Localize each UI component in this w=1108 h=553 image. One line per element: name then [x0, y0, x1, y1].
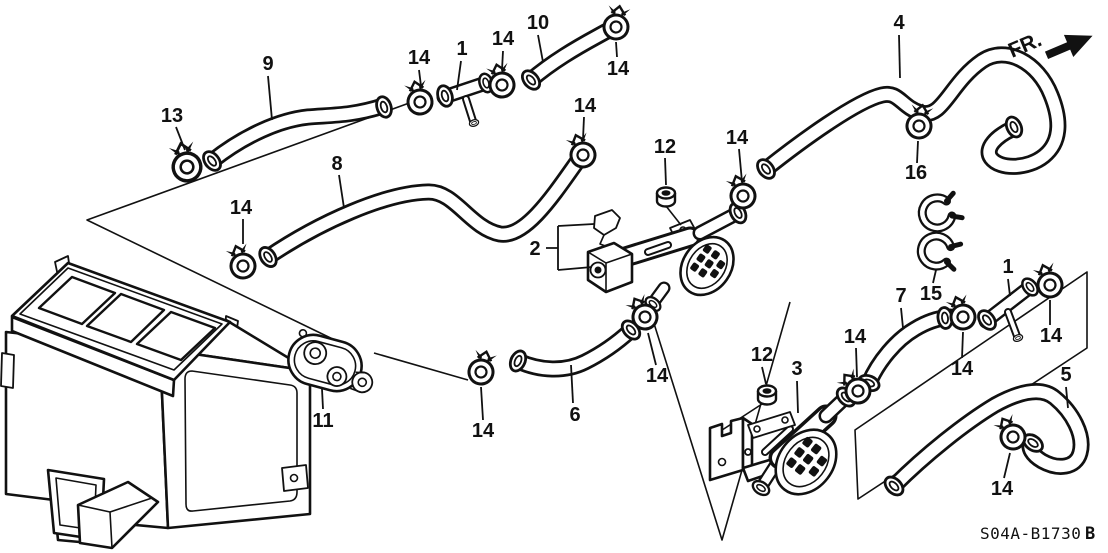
callout-grommet-12-a: 12 [654, 136, 676, 158]
valve-3-face-plate [774, 428, 838, 496]
fr-label: FR. [1005, 28, 1045, 62]
callout-clamp-14-j: 14 [951, 358, 974, 380]
heater-group-vee-line [86, 101, 413, 345]
clamp-14-hose8-start [223, 240, 260, 283]
callout-leader-lines [175, 34, 1069, 479]
clamp-14-pipe1-top-left [401, 77, 437, 119]
hose-9 [198, 93, 396, 175]
valve-2-face-plate [679, 235, 735, 297]
spring-clamp-15 [916, 190, 965, 272]
heater-grille-window-3 [135, 310, 217, 362]
heater-foot-bracket [281, 464, 309, 492]
heater-foot-hole [289, 473, 299, 483]
heater-unit [0, 255, 312, 550]
callout-numbers: 9 13 14 1 14 10 14 4 8 14 12 14 16 15 2 … [161, 12, 1072, 500]
valve-detail-vee-line [645, 297, 791, 541]
heater-grille-window-2 [85, 292, 166, 344]
valve-3-screw [744, 448, 752, 456]
clamp-14-hose6-left [464, 347, 500, 389]
grommet-12-b [756, 384, 778, 406]
diagram-code-suffix: B [1085, 524, 1095, 544]
hose-10 [517, 19, 622, 94]
callout-hose-7: 7 [895, 285, 906, 307]
heater-right-face [158, 347, 312, 530]
hose-4 [752, 46, 1067, 183]
heater-grille-border [19, 267, 223, 371]
heater-right-panel-frame [184, 370, 298, 512]
valve-2-clip [593, 209, 621, 236]
callout-clamp-14-e: 14 [726, 127, 749, 149]
hose-5 [880, 383, 1090, 500]
water-valve-assembly-2 [586, 199, 751, 315]
heater-grille [10, 261, 232, 382]
fr-direction-indicator: FR. [1005, 28, 1093, 63]
callout-clamp-14-b: 14 [492, 28, 515, 50]
clamp-14-hose10-end [600, 2, 633, 43]
callout-clamp-14-g: 14 [472, 420, 495, 442]
callout-valve-assembly-2: 2 [529, 238, 540, 260]
heater-duct-b-fold [77, 497, 153, 549]
callout-pipe-1-right: 1 [1002, 256, 1013, 278]
fr-direction-arrow-icon [1044, 34, 1093, 59]
hose-8 [254, 153, 586, 272]
callout-hose-4: 4 [893, 12, 905, 34]
callout-pipe-1-top: 1 [456, 38, 467, 60]
callout-clamp-14-d: 14 [574, 95, 597, 117]
callout-hose-10: 10 [527, 12, 549, 34]
grommet-12-a [655, 186, 677, 208]
callout-clamp-16: 16 [905, 162, 927, 184]
callout-hose-5: 5 [1060, 364, 1071, 386]
callout-valve-3: 3 [791, 358, 802, 380]
pipe-1-right [973, 274, 1043, 344]
callout-clamp-14-l: 14 [991, 478, 1014, 500]
callout-hose-9: 9 [262, 53, 273, 75]
callout-grommet-12-b: 12 [751, 344, 773, 366]
heater-left-tab [0, 352, 15, 389]
hose-6 [505, 316, 645, 378]
callout-clamp-14-a: 14 [408, 47, 431, 69]
callout-clamp-13: 13 [161, 105, 183, 127]
valve-3-bracket-front [708, 416, 745, 482]
clamp-13 [165, 138, 206, 186]
callout-clamp-14-h: 14 [646, 365, 669, 387]
callout-clamp-14-f: 14 [230, 197, 253, 219]
diagram-code: S04A-B1730 [980, 524, 1081, 543]
clamp-14-pipe1-top-right [483, 60, 519, 102]
callout-clamp-14-i: 14 [844, 326, 867, 348]
callout-hose-6: 6 [569, 404, 580, 426]
pipe-1-top [433, 70, 497, 129]
callout-clamp-14-c: 14 [607, 58, 630, 80]
hose-7 [855, 305, 959, 395]
water-valve-3 [708, 383, 860, 500]
heater-grille-window-1 [37, 275, 117, 326]
heater-duct-b [76, 480, 160, 550]
plate-to-clamp-line [373, 352, 469, 381]
callout-hose-8: 8 [331, 153, 342, 175]
callout-grommet-plate-11: 11 [312, 410, 333, 432]
grommet-plate-11 [287, 328, 374, 394]
grommet-12a-mount-line [665, 205, 682, 226]
valve-2-inlet-block [586, 241, 634, 294]
callout-spring-clamp-15: 15 [920, 283, 942, 305]
callout-clamp-14-k: 14 [1040, 325, 1063, 347]
